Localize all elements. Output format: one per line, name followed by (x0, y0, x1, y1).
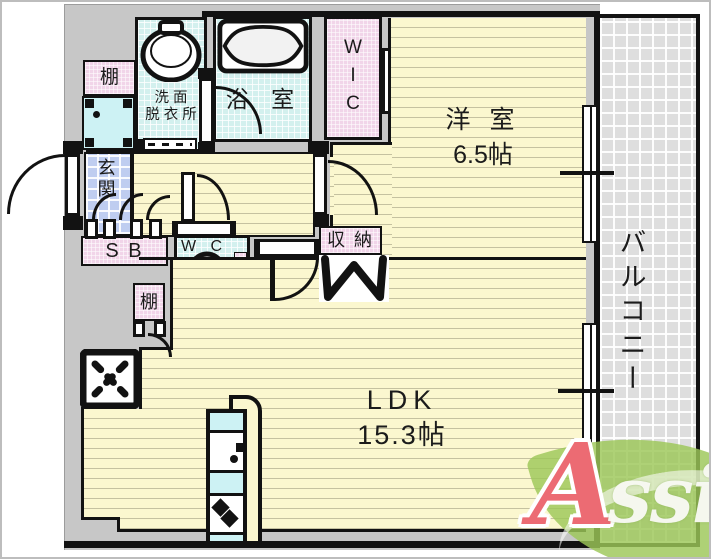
wic-room (324, 16, 382, 140)
window-crossbar (558, 389, 614, 393)
balcony-label: バルコニー (615, 227, 646, 398)
wall-ldk-left-upper (170, 259, 173, 349)
storage-accordion-door (319, 255, 389, 302)
floor-hatch-icon (80, 349, 140, 409)
corner-mark (123, 99, 132, 108)
ldk-area-left (84, 409, 139, 530)
ldk-door-frame (254, 239, 320, 257)
western-room-label: 洋 室 6.5帖 (445, 106, 521, 169)
wc-door-frame (172, 221, 236, 237)
faucet-dot (230, 455, 238, 463)
western-room-area (390, 18, 586, 260)
assist-logo-letter-a: A (530, 420, 617, 551)
kitchen-unit (206, 409, 247, 545)
wall-ldk-step2 (81, 517, 120, 520)
entrance-label: 玄 関 (97, 158, 119, 199)
assist-logo-text: ssist (608, 450, 709, 541)
washroom-label-line1: 洗 面 (154, 90, 188, 107)
ldk-area (139, 259, 586, 530)
wall-wic-west (388, 18, 391, 144)
washing-machine-space (82, 96, 135, 150)
bathroom-door-jamb-bottom (198, 142, 215, 153)
wall-ldk-bottom (117, 529, 586, 532)
bathtub-icon (217, 18, 309, 74)
kitchen-sink (210, 430, 243, 473)
bathroom-door-jamb-top (198, 68, 215, 79)
corner-mark (85, 99, 94, 108)
shoe-box-post-2 (103, 219, 116, 239)
shelf-top-area (83, 60, 136, 96)
exterior-wall-right (594, 11, 600, 545)
wc-label: W C (180, 237, 228, 255)
bathroom-door (199, 78, 214, 144)
drain-dot (93, 111, 100, 118)
shelf-mid-area (133, 283, 165, 321)
accordion-fold-icon (321, 255, 387, 301)
washroom-label-line2: 脱 衣 所 (145, 107, 197, 123)
wall-ldk-left-mid (139, 347, 142, 409)
shoe-box-post-4 (149, 219, 162, 239)
ldk-label: LDK 15.3帖 (357, 384, 447, 450)
shoe-box-post-3 (130, 219, 143, 239)
shoe-box-label: S B (105, 239, 144, 262)
exterior-wall-top (202, 11, 596, 17)
wall-ldk-step3 (117, 517, 120, 532)
shelf-top-label: 棚 (99, 67, 119, 89)
entry-door-jamb-top (63, 141, 83, 154)
washroom-label: 洗 面 脱 衣 所 (138, 82, 204, 132)
western-door-jamb-top (308, 141, 329, 154)
washbasin-icon (140, 20, 202, 82)
window-crossbar (560, 171, 614, 175)
exterior-wall-bottom (64, 541, 600, 548)
ldk-door (270, 257, 275, 301)
shelf-mid-label: 棚 (140, 291, 158, 312)
storage-label-box (319, 226, 382, 255)
entry-door-jamb-bottom (63, 216, 83, 230)
storage-label: 収 納 (326, 230, 374, 251)
faucet-knob (236, 443, 243, 452)
sliding-door-panel (143, 138, 197, 151)
wall-ldk-left-lower (81, 407, 84, 520)
entry-door-arc (7, 154, 65, 214)
shelf-door-post-1 (133, 321, 145, 337)
wic-label: W I C (344, 37, 362, 114)
corner-mark (123, 138, 132, 147)
sliding-door-dashes (148, 143, 192, 146)
kitchen-stove (210, 493, 243, 535)
corner-mark (85, 138, 94, 147)
entry-door (65, 154, 80, 216)
shoe-box-post-1 (85, 219, 98, 239)
wc-door (181, 172, 195, 222)
